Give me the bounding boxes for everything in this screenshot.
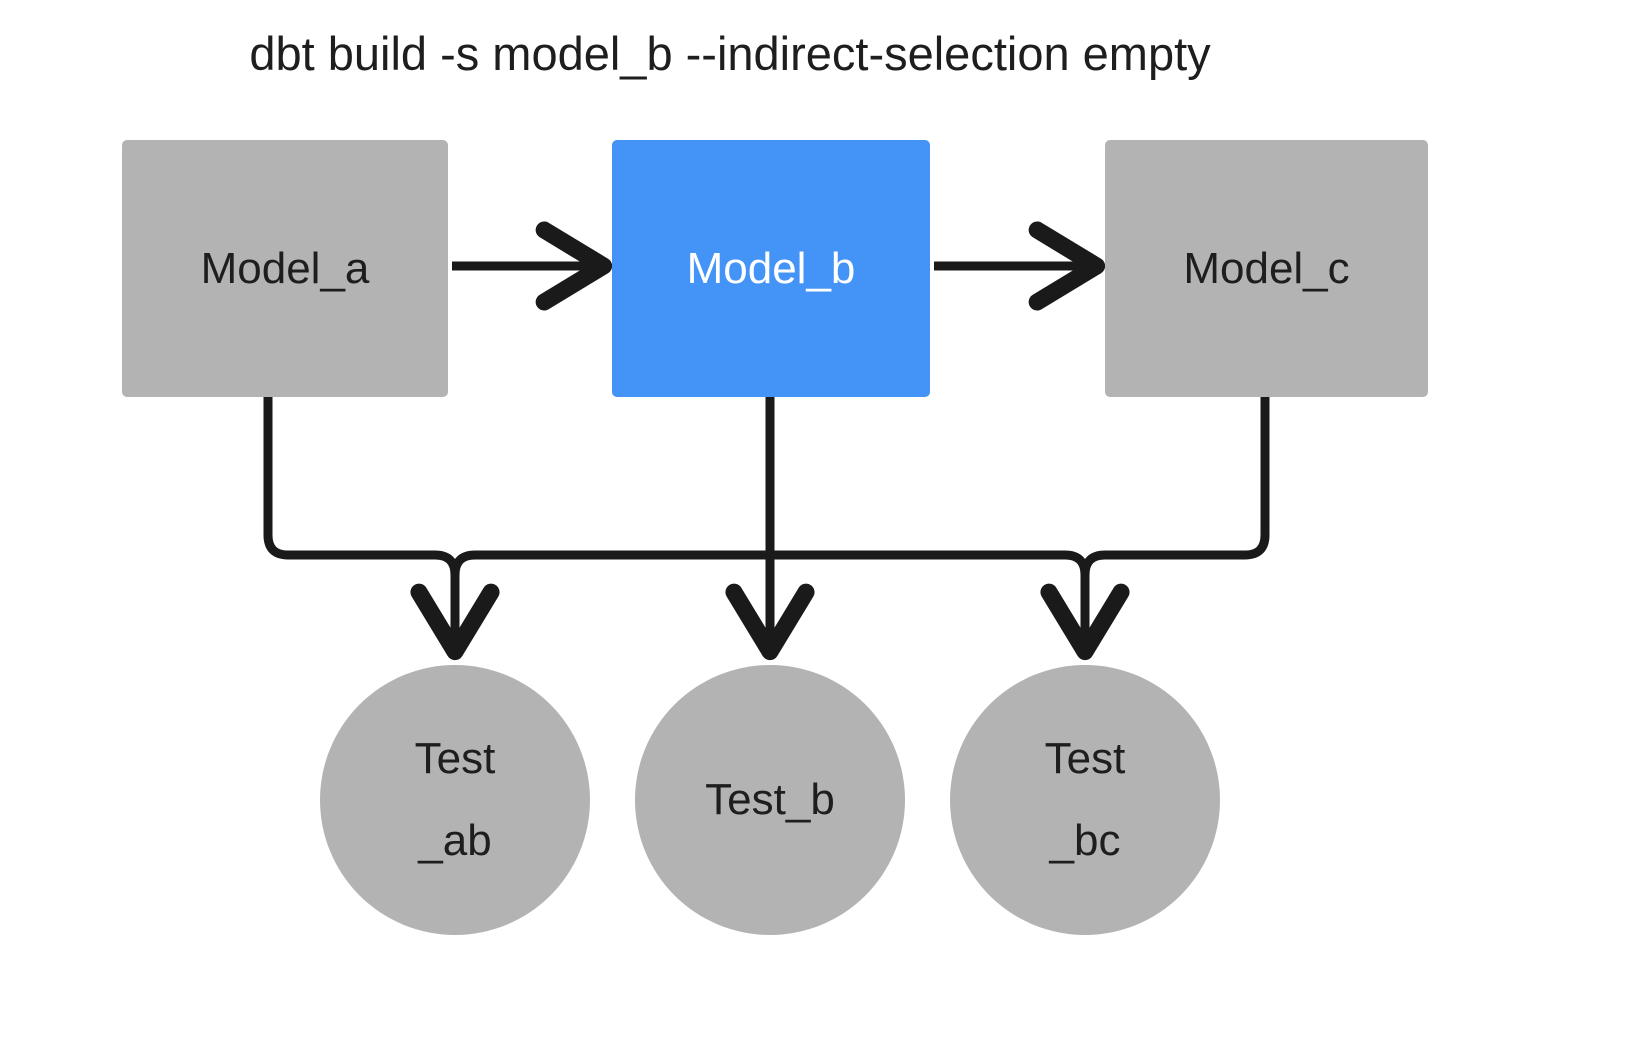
node-model-a[interactable]: Model_a (122, 140, 448, 397)
edge-model-a-to-test-ab (263, 397, 500, 661)
node-model-a-label: Model_a (200, 243, 370, 293)
node-model-c-label: Model_c (1183, 243, 1350, 293)
node-test-b-label-line-1: Test_b (705, 775, 835, 824)
node-test-b[interactable]: Test_b (635, 665, 905, 935)
node-test-ab-label-line-2: _ab (418, 816, 492, 865)
node-test-bc[interactable]: Test _bc (950, 665, 1220, 935)
node-model-b[interactable]: Model_b (612, 140, 930, 397)
node-test-bc-label-line-2: _bc (1049, 816, 1121, 865)
node-model-c[interactable]: Model_c (1105, 140, 1428, 397)
edge-model-b-to-test-bc (770, 550, 1130, 661)
node-model-b-label: Model_b (686, 243, 856, 293)
diagram-title: dbt build -s model_b --indirect-selectio… (249, 27, 1211, 80)
node-test-bc-label-line-1: Test (1044, 734, 1126, 783)
edge-model-b-to-test-ab (450, 550, 770, 576)
node-test-ab-label-line-1: Test (414, 734, 496, 783)
edge-model-c-to-test-bc (1080, 397, 1270, 576)
node-test-ab[interactable]: Test _ab (320, 665, 590, 935)
